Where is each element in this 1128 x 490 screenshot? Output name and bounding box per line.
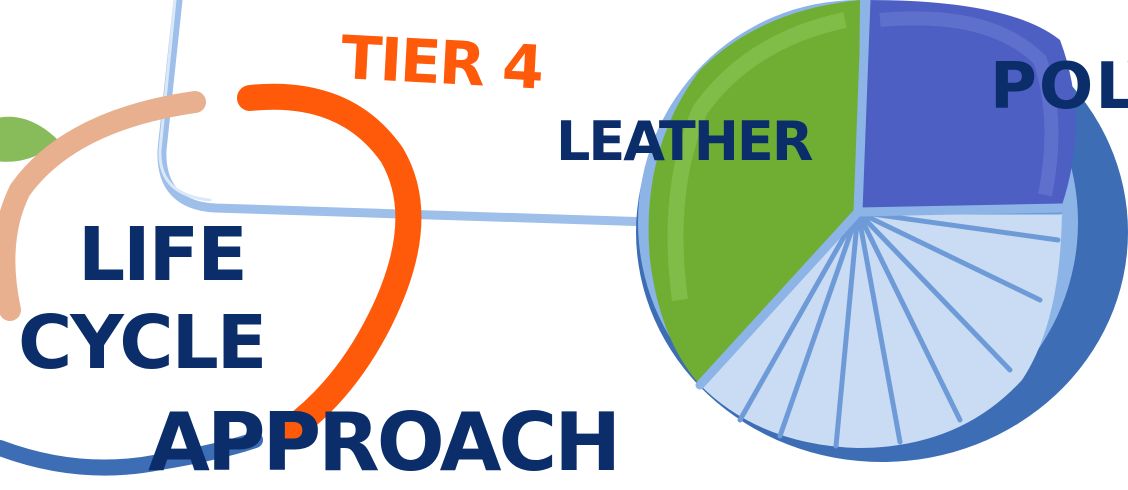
connector-line — [157, 0, 655, 227]
cycle-arc-orange — [237, 83, 422, 443]
approach-label: APPROACH — [148, 396, 618, 489]
cycle-label: CYCLE — [18, 300, 265, 386]
pie-chart — [636, 0, 1128, 462]
leather-label: LEATHER — [556, 110, 813, 173]
pie-slice-poly-shade — [879, 11, 1059, 197]
poly-label: POLY — [990, 50, 1128, 124]
pie-slice-leather-shade — [667, 12, 847, 302]
tier-label: TIER 4 — [339, 23, 543, 103]
cycle-arc-blue — [0, 432, 263, 476]
pie-slice-borders — [695, 0, 1067, 390]
cycle-arc-peach — [0, 91, 206, 321]
connector-highlight — [158, 0, 212, 202]
life-label: LIFE — [78, 212, 246, 298]
